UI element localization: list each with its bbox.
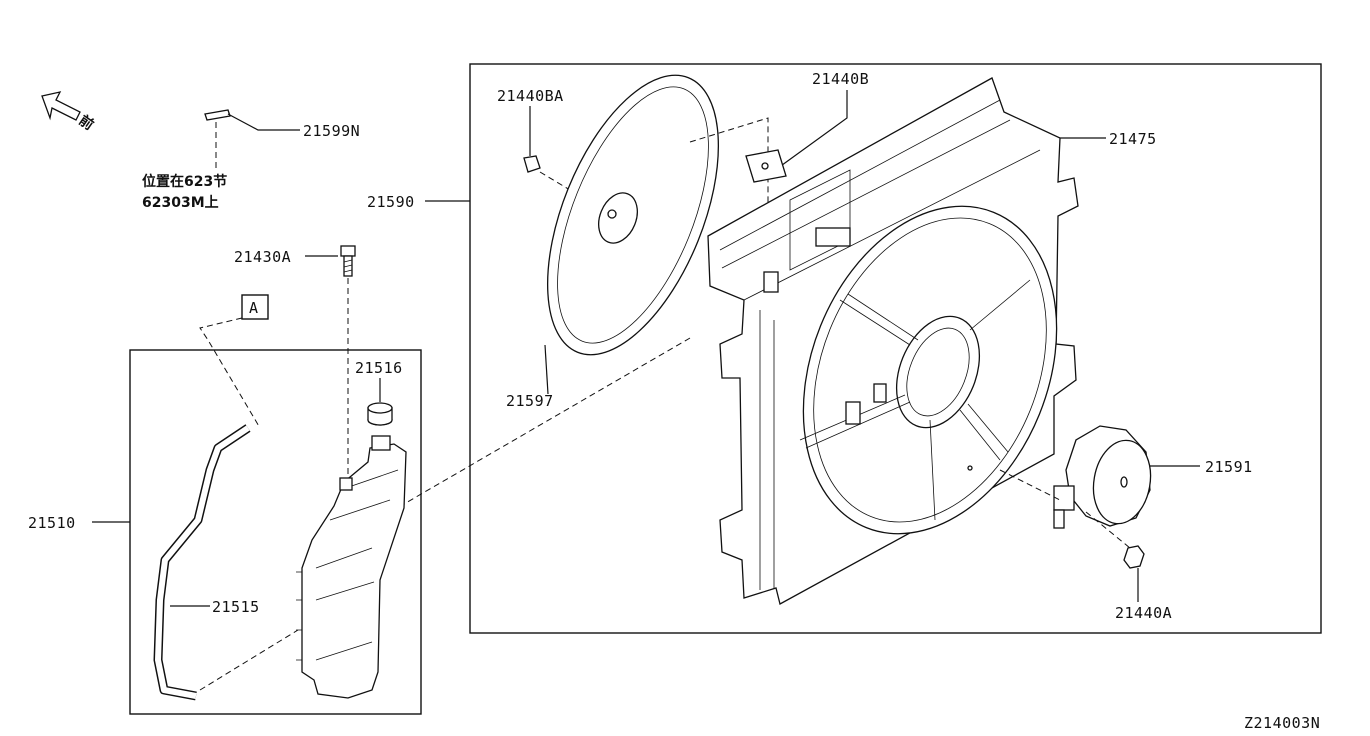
label-21430A: 21430A <box>234 248 291 266</box>
label-21590: 21590 <box>367 193 415 211</box>
fan-motor-part <box>1053 425 1152 529</box>
location-note-line1: 位置在623节 <box>142 173 227 190</box>
label-tag-part <box>204 109 231 121</box>
label-21591: 21591 <box>1205 458 1253 476</box>
bolt-21430A-part <box>340 245 356 277</box>
fan-blade-part <box>546 74 720 356</box>
fan-shroud-part <box>707 77 1079 605</box>
location-note-line2: 62303M上 <box>142 195 219 211</box>
clip-21440BA-part <box>523 155 541 173</box>
reservoir-group-box <box>129 349 422 715</box>
reference-box-a <box>241 294 269 320</box>
front-arrow-icon <box>41 91 81 121</box>
label-21440A: 21440A <box>1115 604 1172 622</box>
figure-code: Z214003N <box>1244 714 1320 732</box>
label-21597: 21597 <box>506 392 554 410</box>
label-21440B: 21440B <box>812 70 869 88</box>
label-21510: 21510 <box>28 514 76 532</box>
reference-box-a-label: A <box>249 299 259 317</box>
label-21599N: 21599N <box>303 122 360 140</box>
clip-21440B-part <box>745 149 787 183</box>
reservoir-cap-part <box>367 402 393 426</box>
screw-21440A-part <box>1123 545 1145 569</box>
overflow-hose-part <box>153 424 251 701</box>
label-21475: 21475 <box>1109 130 1157 148</box>
coolant-reservoir-tank-part <box>296 435 407 699</box>
label-21440BA: 21440BA <box>497 87 564 105</box>
label-21516: 21516 <box>355 359 403 377</box>
label-21515: 21515 <box>212 598 260 616</box>
fan-assembly-group-box <box>469 63 1322 634</box>
